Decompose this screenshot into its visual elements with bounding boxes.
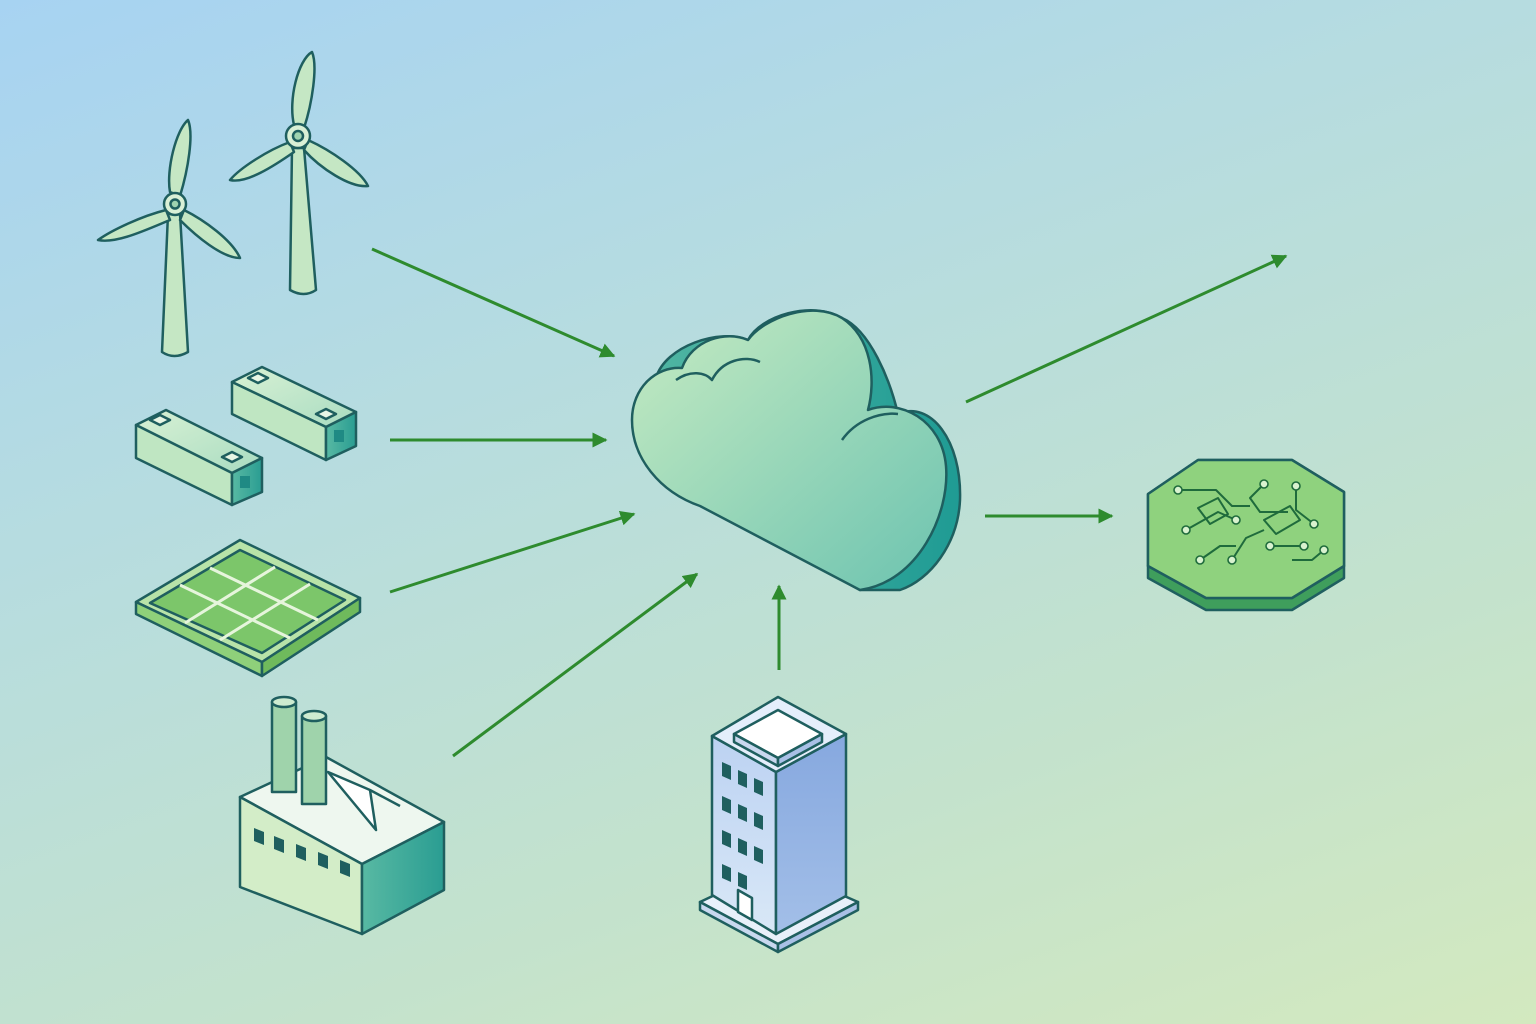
cloud-icon	[630, 309, 962, 592]
building-icon	[698, 695, 860, 954]
solar-panel-icon	[134, 538, 362, 678]
arrow-wind-to-cloud	[371, 247, 616, 358]
wind-turbine-icon	[96, 50, 370, 358]
battery-icon	[134, 365, 358, 507]
arrow-solar-to-cloud	[389, 510, 636, 594]
factory-icon	[238, 695, 446, 936]
chip-icon	[1146, 458, 1346, 612]
arrow-factory-to-cloud	[452, 572, 699, 758]
arrow-cloud-outbound	[965, 254, 1288, 404]
edge-arrows	[371, 247, 1288, 758]
